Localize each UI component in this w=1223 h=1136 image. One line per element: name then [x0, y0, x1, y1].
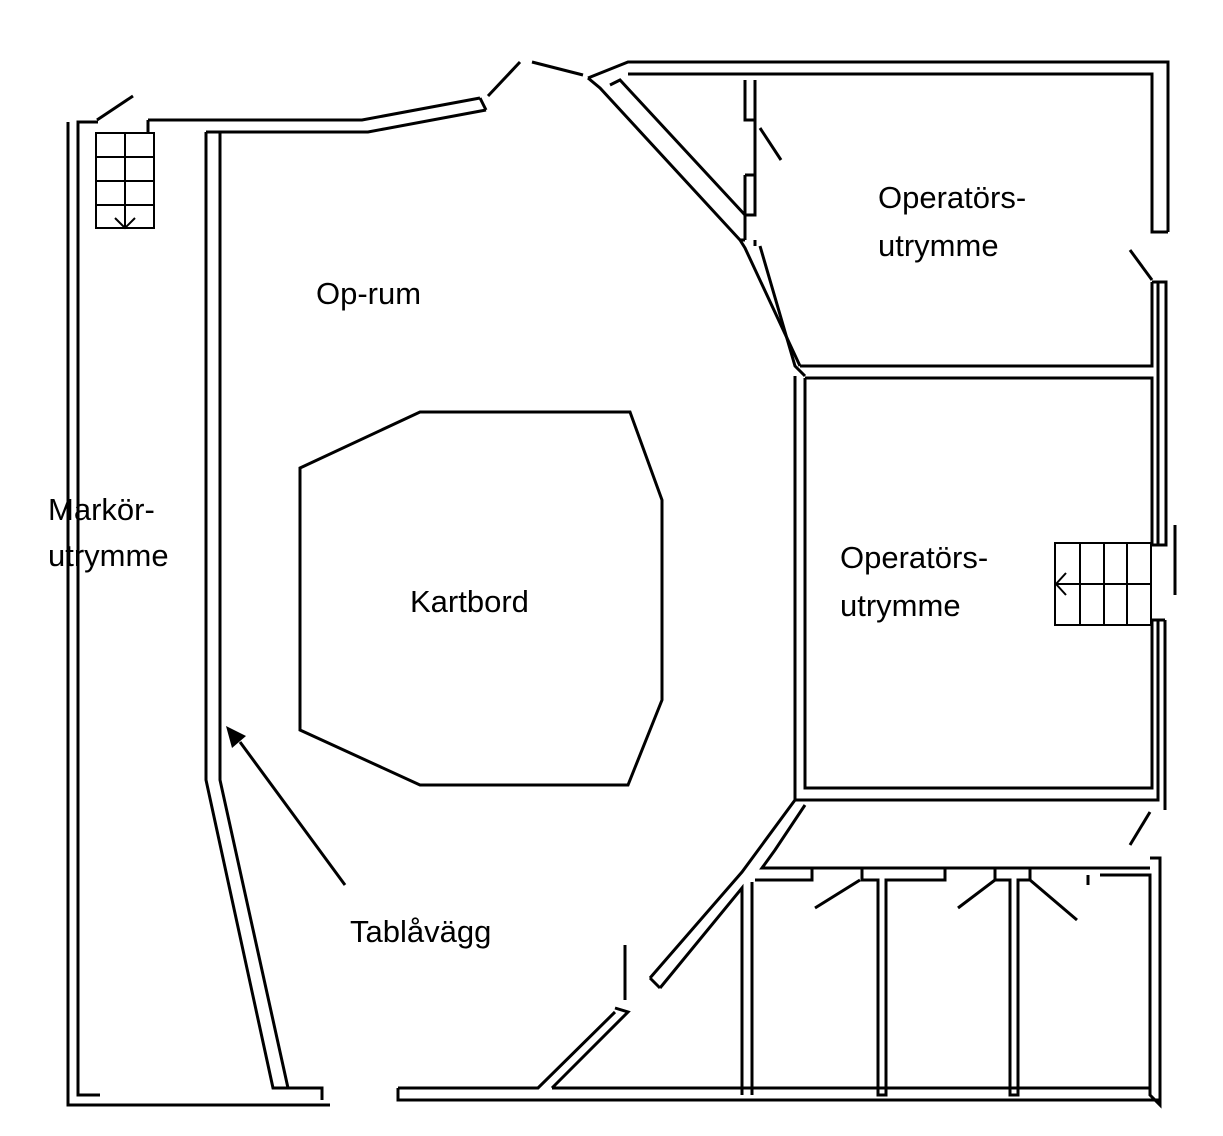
label-markor-line2: utrymme [48, 538, 169, 573]
arrow-pointer-icon [238, 741, 347, 886]
label-operator-mid-line2: utrymme [840, 588, 961, 623]
lower-cells [750, 868, 1090, 1097]
operator-room-top-walls [628, 72, 1168, 547]
label-operator-mid-line1: Operatörs- [840, 540, 988, 575]
staircase-middle [1054, 542, 1152, 626]
top-wall-left [146, 96, 488, 134]
label-op-rum: Op-rum [316, 276, 421, 311]
tablavagg-arrow [226, 726, 347, 886]
bottom-wall [396, 945, 1160, 1102]
label-operator-top-line1: Operatörs- [878, 180, 1026, 215]
label-tablavagg: Tablåvägg [350, 914, 491, 949]
op-rum-right-wall-lower [648, 799, 1162, 1109]
kartbord-table [298, 410, 664, 787]
top-door [96, 60, 584, 122]
label-kartbord: Kartbord [410, 584, 529, 619]
op-rum-right-wall-upper [587, 60, 1170, 378]
label-markor-line1: Markör- [48, 492, 155, 527]
tablavagg-wall [204, 130, 324, 1100]
left-corridor-walls [66, 120, 330, 1107]
label-operator-top-line2: utrymme [878, 228, 999, 263]
operator-room-middle-walls [793, 376, 1177, 810]
staircase-top-left [95, 132, 155, 230]
